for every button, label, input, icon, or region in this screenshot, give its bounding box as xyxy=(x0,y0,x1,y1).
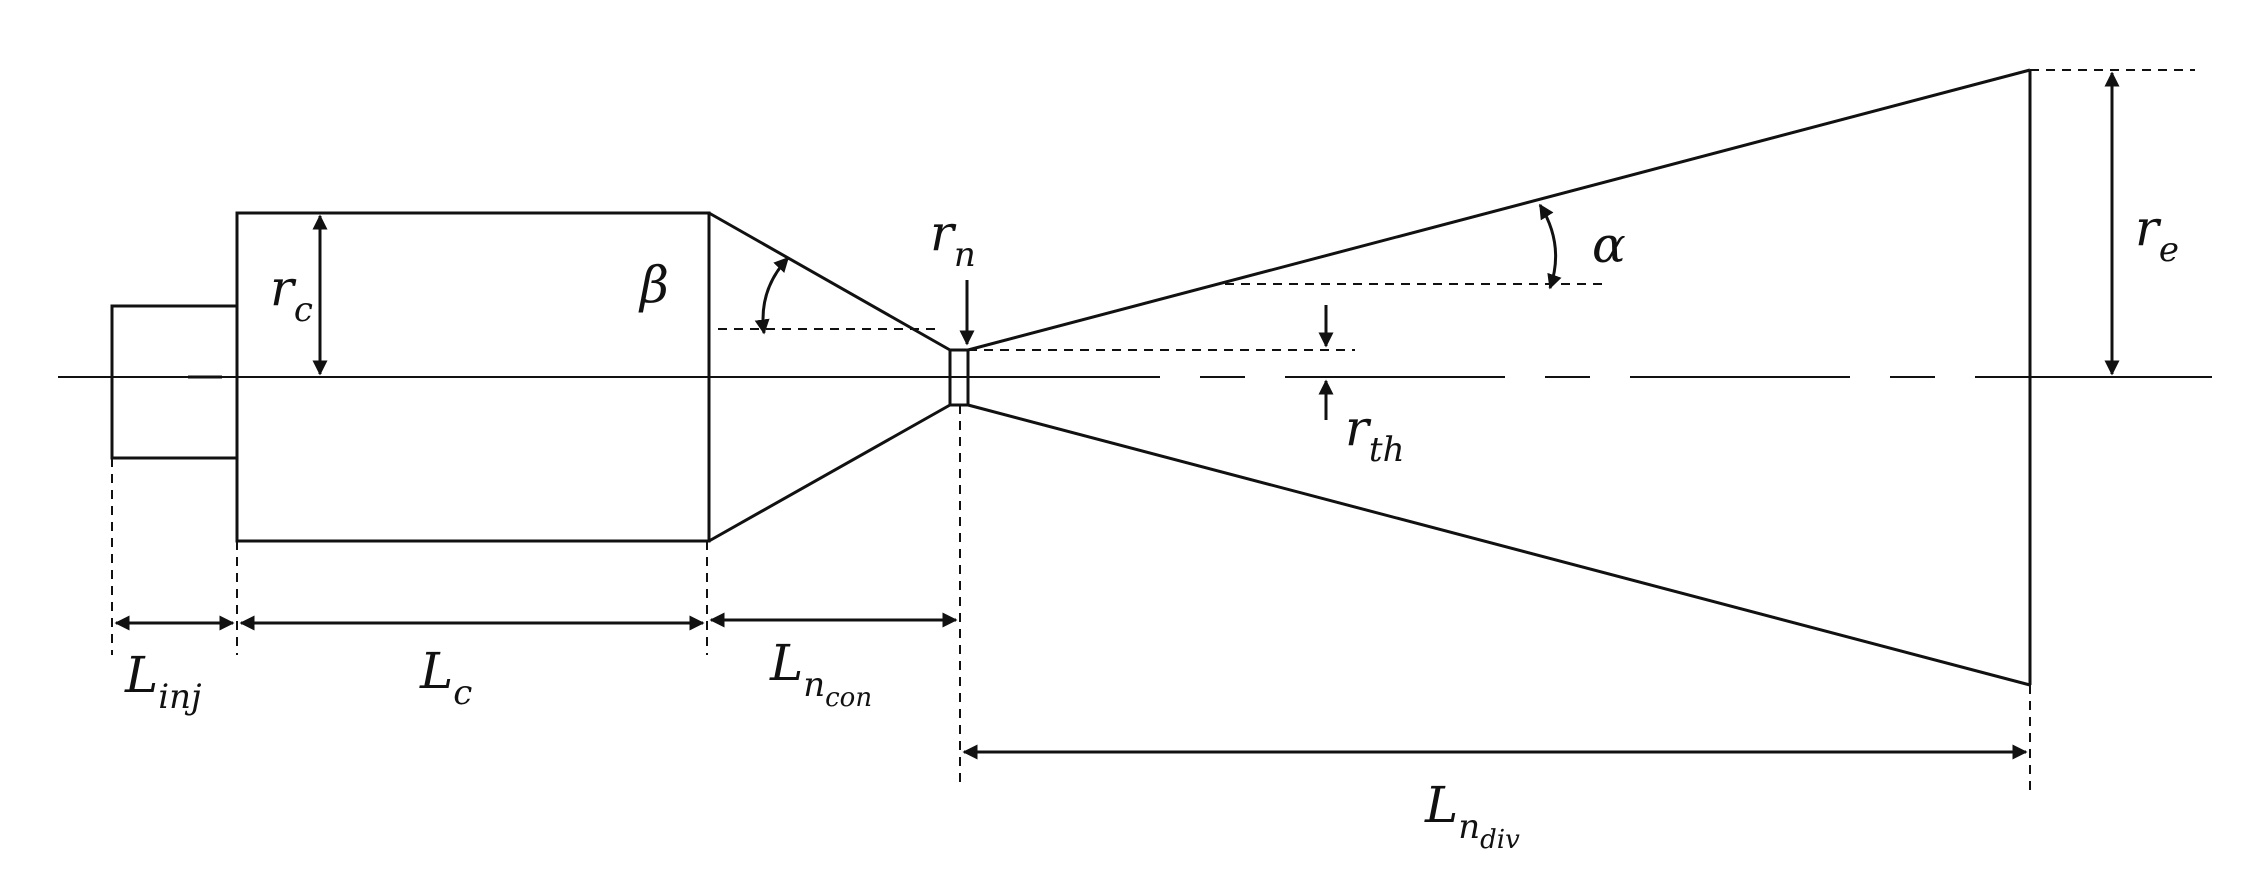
converging-wall-bottom xyxy=(708,403,951,543)
label-l-c: Lc xyxy=(419,642,472,713)
diverging-wall-bottom xyxy=(967,403,2031,687)
label-alpha: α xyxy=(1592,216,1626,274)
label-r-e: re xyxy=(2135,199,2179,270)
diverging-wall-top xyxy=(967,68,2031,352)
label-r-n: rn xyxy=(930,204,976,275)
converging-wall-top xyxy=(708,211,951,352)
combustion-chamber xyxy=(235,211,711,543)
beta-angle-arc xyxy=(754,256,790,335)
label-l-n-con: Lncon xyxy=(769,634,872,713)
label-beta: β xyxy=(638,256,669,314)
label-r-c: rc xyxy=(270,259,313,330)
label-l-inj: Linj xyxy=(124,646,202,717)
alpha-angle-arc xyxy=(1538,203,1562,290)
injector-block xyxy=(110,304,239,460)
label-l-n-div: Lndiv xyxy=(1424,776,1520,855)
label-r-th: rth xyxy=(1345,399,1404,470)
